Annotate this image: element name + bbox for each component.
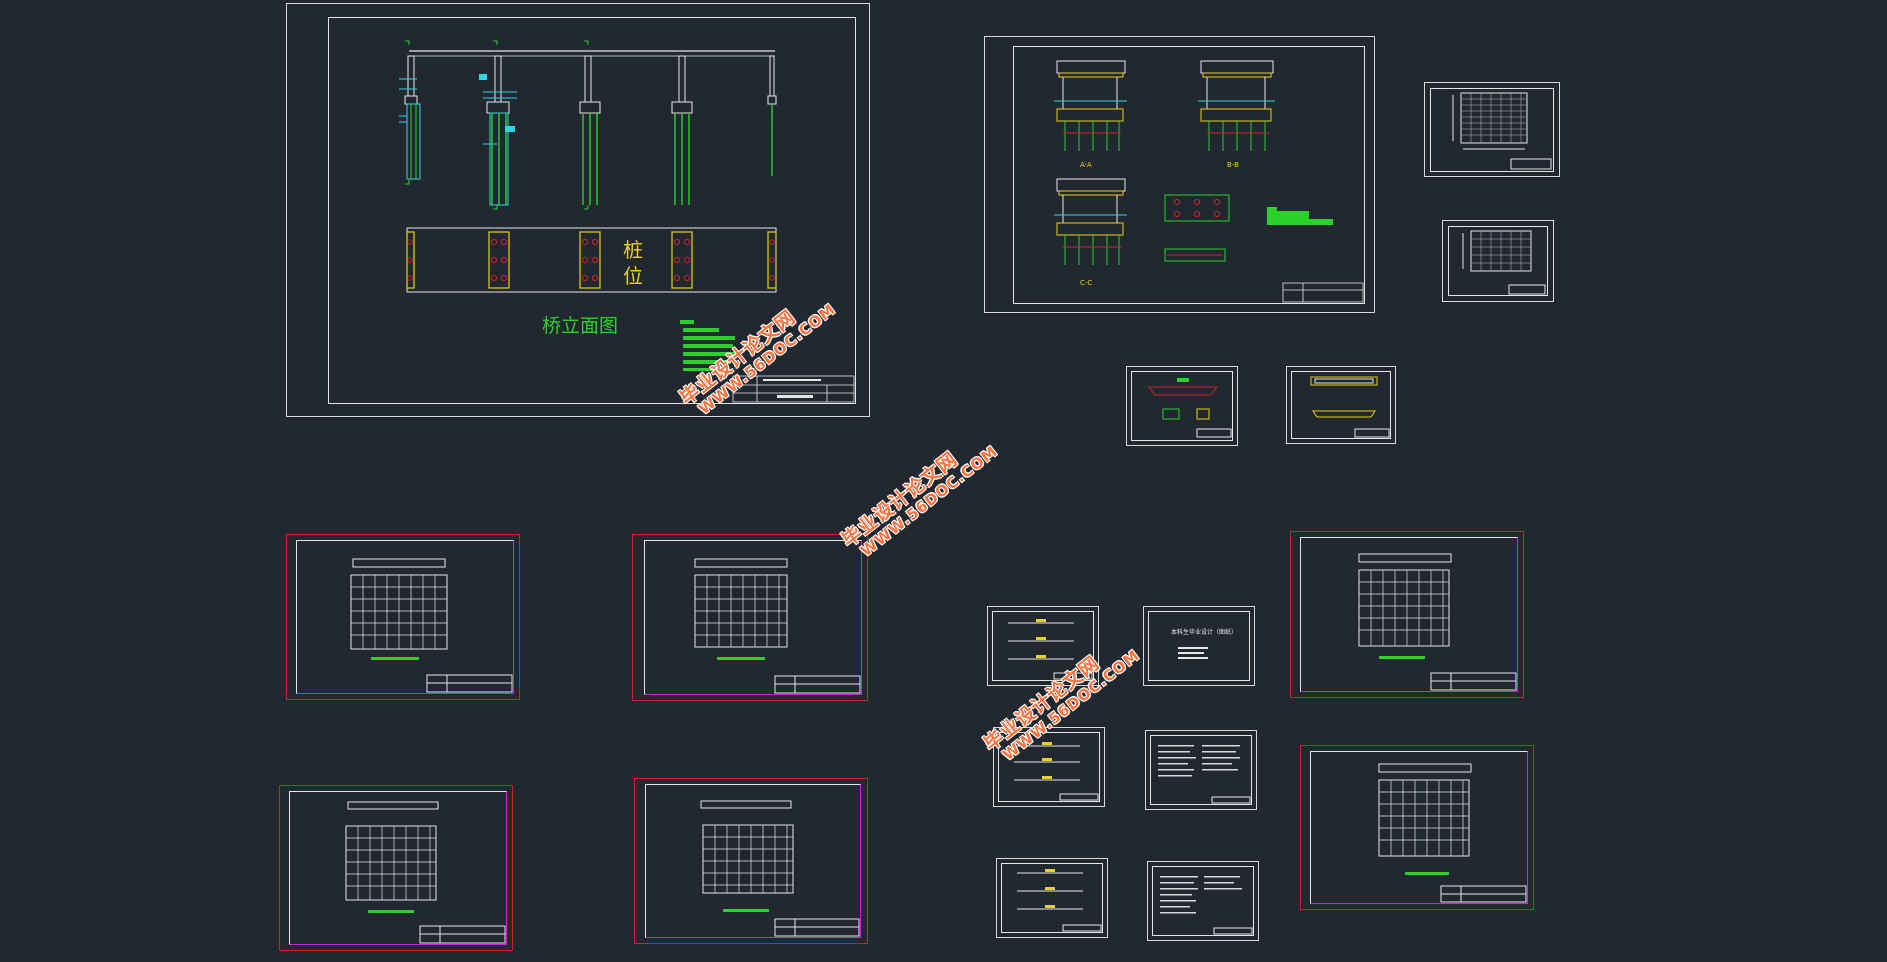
cover-title: 本科生毕业设计（图纸） <box>1171 629 1238 636</box>
section-b-label: B-B <box>1227 161 1239 169</box>
sheet-beam-3-drawing <box>1017 869 1102 932</box>
section-a-label: A-A <box>1080 161 1092 169</box>
sheet-inner-frame <box>1152 866 1254 936</box>
sheet-thumb-d[interactable] <box>1286 366 1396 444</box>
sheet-inner-frame <box>296 540 514 694</box>
sheet-beam-3[interactable] <box>996 858 1108 938</box>
sheet-thumb-c[interactable] <box>1126 366 1238 446</box>
sheet-inner-frame <box>992 611 1094 681</box>
sheet-inner-frame <box>328 17 856 404</box>
pier-sections-drawing <box>1054 60 1364 303</box>
sheet-pier-sections[interactable]: A-A B-B C-C <box>984 36 1375 313</box>
bridge-elevation-drawing <box>399 40 855 403</box>
sheet-cover[interactable]: 本科生毕业设计（图纸） <box>1143 606 1255 686</box>
sheet-notes-2[interactable] <box>1147 861 1259 941</box>
sheet-beam-1-drawing <box>1008 619 1093 680</box>
sheet-inner-frame <box>1310 751 1528 904</box>
sheet-grid-6-drawing <box>1378 763 1527 903</box>
sheet-thumb-a-drawing <box>1452 92 1552 170</box>
sheet-grid-3-drawing <box>345 801 506 944</box>
sheet-grid-4[interactable] <box>634 778 868 944</box>
sheet-inner-frame <box>1148 611 1250 681</box>
pile-label-1: 桩 <box>623 238 643 262</box>
sheet-inner-frame <box>1150 735 1252 805</box>
watermark-2: 毕业设计论文网 WWW.56DOC.COM <box>836 422 1001 565</box>
sheet-grid-1[interactable] <box>286 534 520 700</box>
sheet-cover-drawing <box>1178 647 1208 659</box>
sheet-beam-1[interactable] <box>987 606 1099 686</box>
sheet-thumb-d-drawing <box>1310 376 1390 438</box>
sheet-grid-3[interactable] <box>279 785 513 951</box>
sheet-notes-1-drawing <box>1158 745 1251 804</box>
sheet-inner-frame <box>1300 537 1518 692</box>
sheet-inner-frame <box>998 732 1100 802</box>
pile-label-2: 位 <box>623 264 643 288</box>
sheet-inner-frame <box>289 791 507 945</box>
sheet-bridge-elevation[interactable]: 桩 位 桥立面图 <box>286 3 870 417</box>
sheet-thumb-a[interactable] <box>1424 82 1560 177</box>
sheet-inner-frame <box>1430 88 1554 172</box>
section-c-label: C-C <box>1080 279 1093 287</box>
sheet-inner-frame <box>1001 863 1103 933</box>
sheet-thumb-c-drawing <box>1148 378 1232 438</box>
sheet-grid-2[interactable] <box>632 534 868 701</box>
sheet-grid-1-drawing <box>350 558 513 693</box>
sheet-grid-6[interactable] <box>1300 745 1534 910</box>
sheet-grid-4-drawing <box>700 800 860 937</box>
sheet-inner-frame <box>1448 226 1548 296</box>
sheet-inner-frame <box>1013 46 1365 304</box>
sheet-beam-2-drawing <box>1014 742 1099 801</box>
sheet-notes-2-drawing <box>1160 876 1253 935</box>
elevation-title: 桥立面图 <box>542 315 619 337</box>
sheet-grid-5-drawing <box>1358 553 1517 691</box>
sheet-grid-2-drawing <box>694 558 861 694</box>
sheet-inner-frame <box>644 540 862 695</box>
sheet-notes-1[interactable] <box>1145 730 1257 810</box>
sheet-inner-frame <box>1291 371 1391 439</box>
sheet-thumb-b-drawing <box>1462 230 1546 295</box>
sheet-thumb-b[interactable] <box>1442 220 1554 302</box>
sheet-grid-5[interactable] <box>1290 531 1524 698</box>
sheet-inner-frame <box>645 784 861 938</box>
sheet-inner-frame <box>1131 371 1233 441</box>
sheet-beam-2[interactable] <box>993 727 1105 807</box>
